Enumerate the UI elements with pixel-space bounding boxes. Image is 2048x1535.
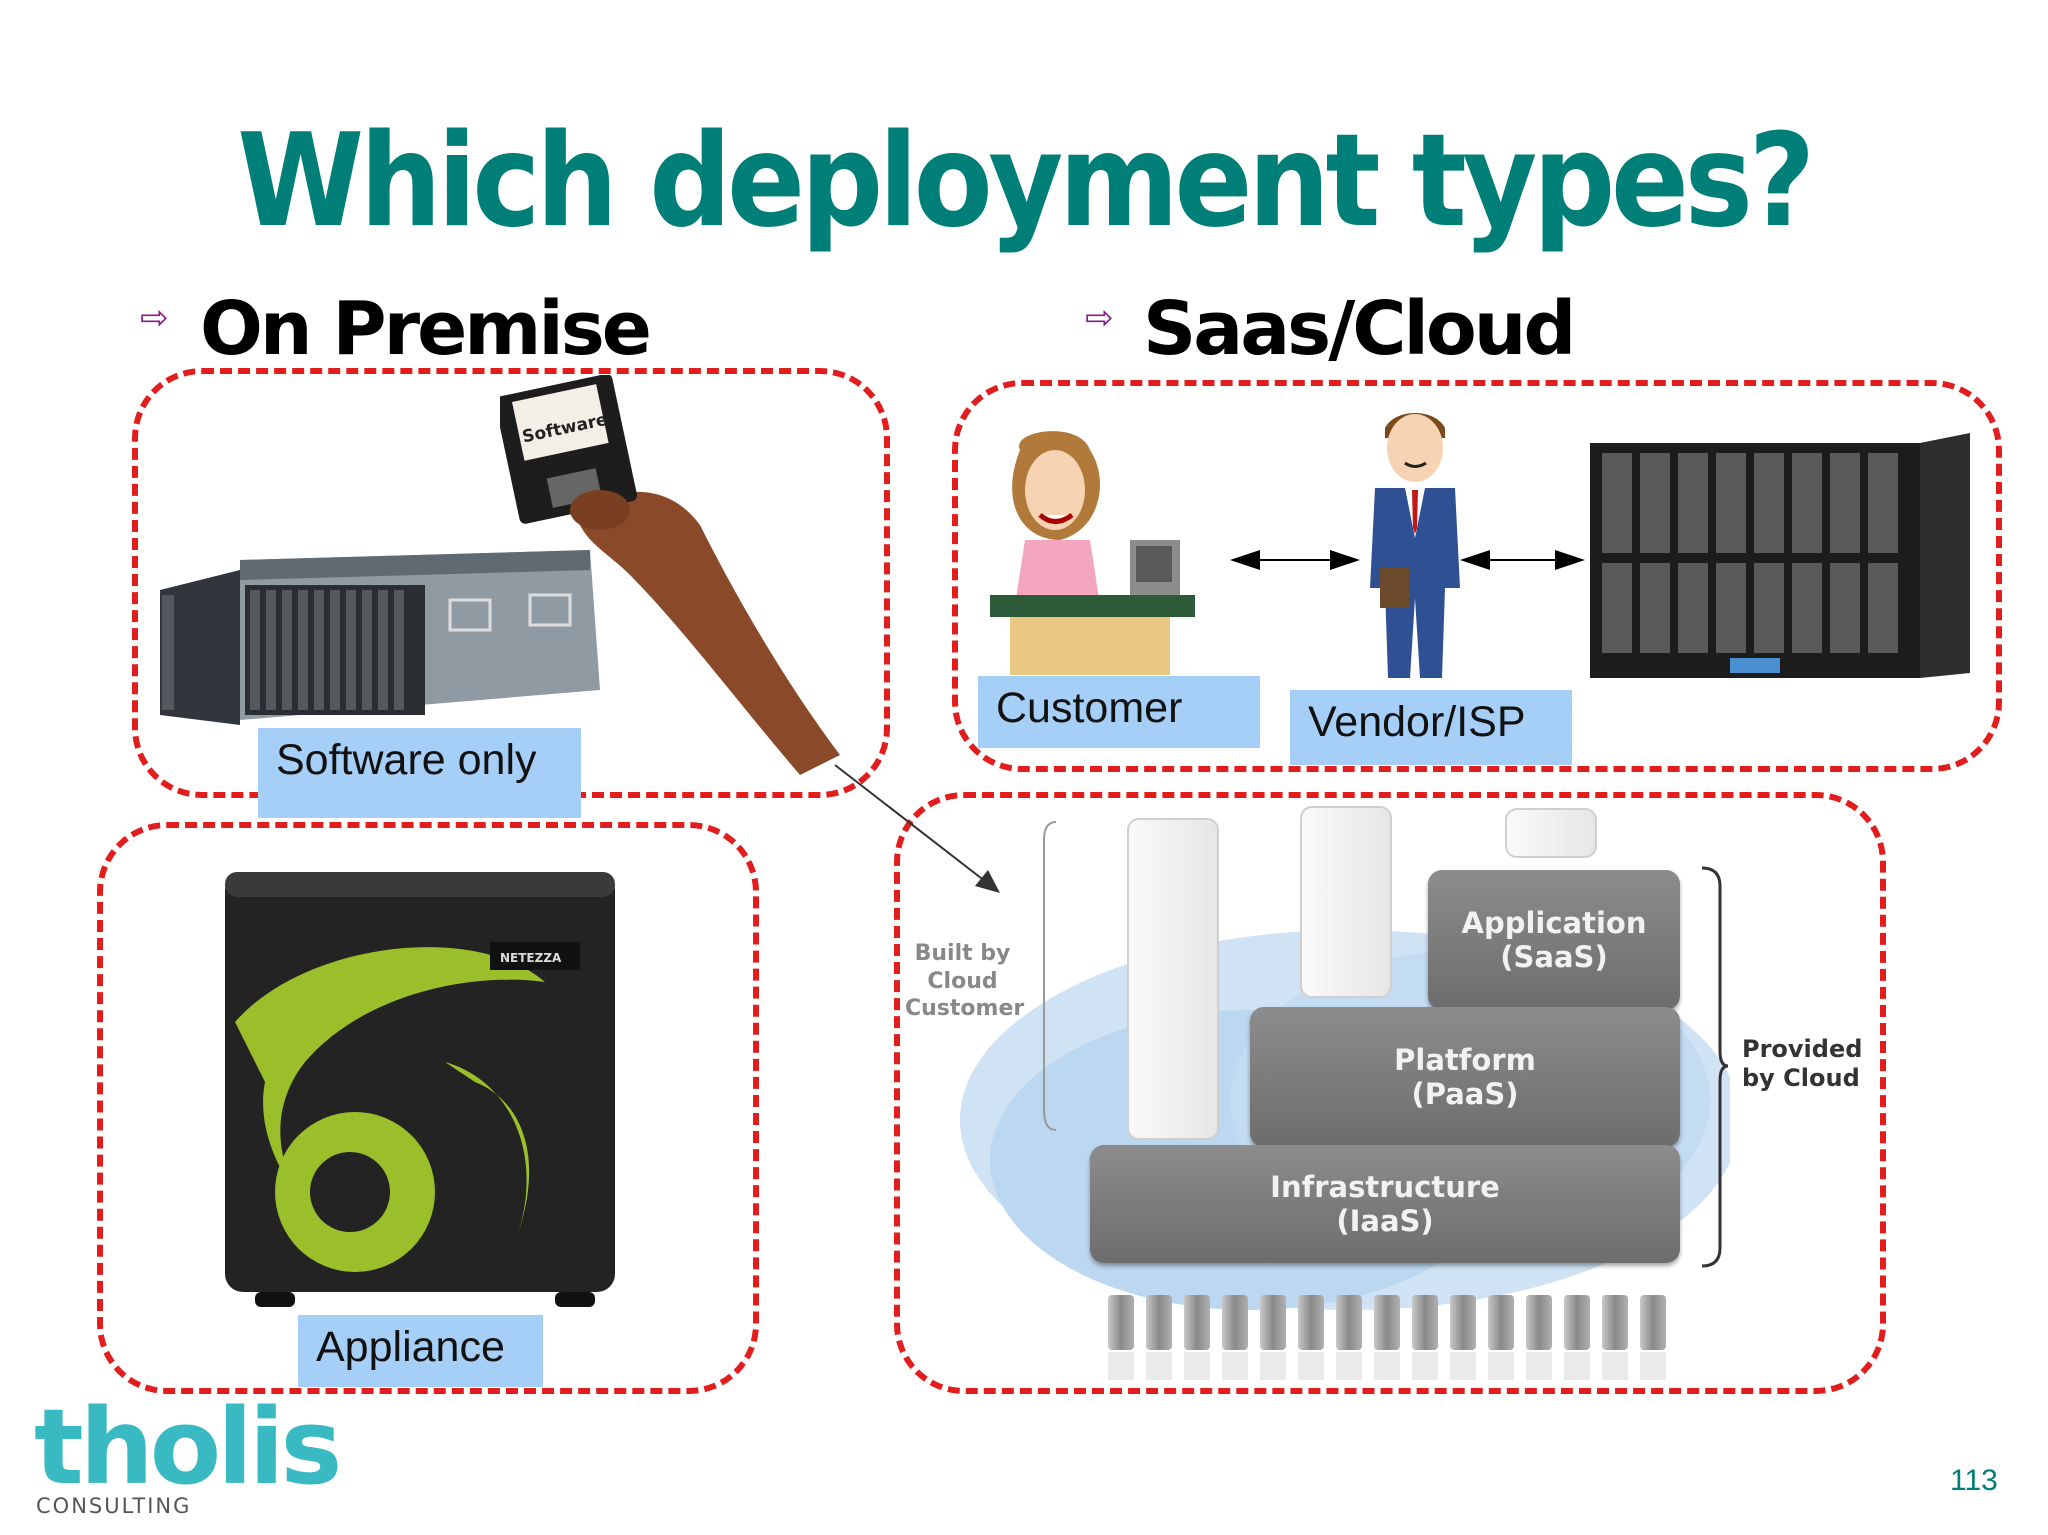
logo-subtitle: CONSULTING xyxy=(36,1494,192,1518)
server-row-image xyxy=(1108,1295,1666,1380)
vendor-cartoon-image xyxy=(1370,413,1460,678)
infrastructure-iaas-layer: Infrastructure (IaaS) xyxy=(1090,1145,1680,1263)
software-only-label: Software only xyxy=(258,728,581,818)
platform-paas-layer: Platform (PaaS) xyxy=(1250,1007,1680,1147)
customer-cartoon-image xyxy=(990,431,1195,675)
customer-pillar xyxy=(1127,818,1219,1140)
floppy-disk-hand-image: Software xyxy=(500,375,840,775)
bullet-arrow-icon: ⇨ xyxy=(1085,298,1114,338)
customer-pillar xyxy=(1505,808,1597,858)
connection-arrows xyxy=(1230,550,1585,570)
provided-by-bracket xyxy=(1701,866,1729,1268)
customer-label: Customer xyxy=(978,676,1260,748)
section-on-premise: On Premise xyxy=(200,286,652,372)
customer-pillar xyxy=(1300,806,1392,998)
built-by-bracket xyxy=(1043,821,1057,1131)
appliance-box xyxy=(97,822,759,1394)
netezza-appliance-image: NETEZZA xyxy=(225,872,615,1307)
cloud-stack-box xyxy=(894,792,1886,1394)
vendor-isp-label: Vendor/ISP xyxy=(1290,690,1572,765)
saas-cloud-box xyxy=(952,380,2002,772)
section-saas-cloud: Saas/Cloud xyxy=(1143,286,1576,372)
tholis-logo: tholis xyxy=(34,1386,342,1508)
application-saas-layer: Application (SaaS) xyxy=(1428,870,1680,1010)
netezza-logo-text: NETEZZA xyxy=(500,951,562,965)
built-by-customer-text: Built by Cloud Customer xyxy=(905,941,1025,1021)
slide-title: Which deployment types? xyxy=(237,107,1815,256)
bullet-arrow-icon: ⇨ xyxy=(140,298,169,338)
appliance-label: Appliance xyxy=(298,1315,543,1387)
blade-server-image xyxy=(160,550,600,725)
rack-server-image xyxy=(1590,433,1970,678)
page-number: 113 xyxy=(1950,1464,1998,1497)
provided-by-cloud-text: Provided by Cloud xyxy=(1742,1035,1863,1092)
connector-arrow xyxy=(834,764,1000,893)
